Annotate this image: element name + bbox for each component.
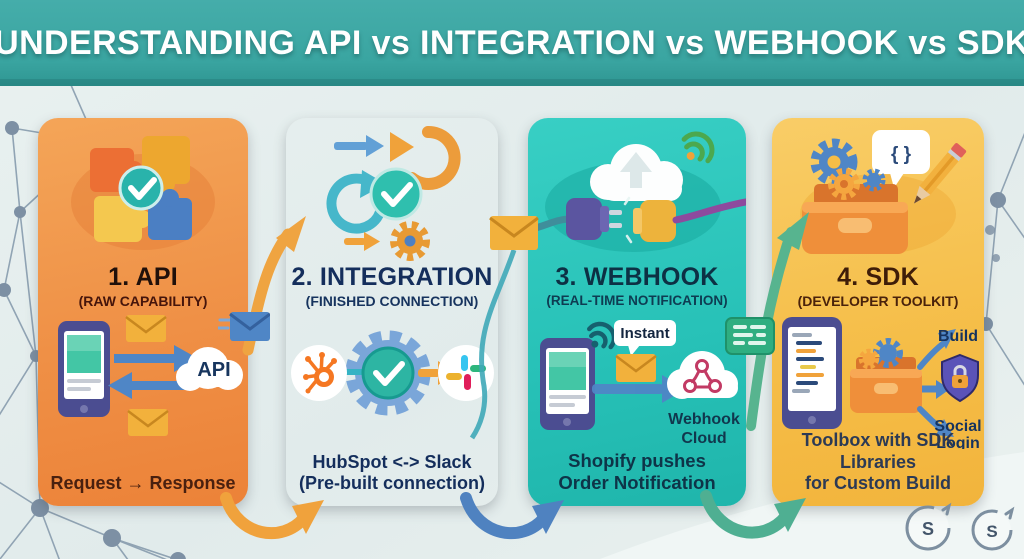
bottom-arrow-webhook-to-sdk [700, 490, 806, 539]
toolbox-small-icon [850, 338, 922, 414]
webhook-cloud-icon [667, 351, 738, 400]
caption-line: HubSpot <-> Slack [312, 451, 472, 472]
bottom-arrow-api-to-integration [220, 492, 324, 540]
curved-arrow-icon [406, 125, 461, 190]
card-sdk-subtitle: (DEVELOPER TOOLKIT) [797, 293, 959, 310]
watermark-letter: S [986, 522, 997, 541]
card-webhook-subtitle: (REAL-TIME NOTIFICATION) [546, 293, 728, 309]
header-banner: UNDERSTANDING API vs INTEGRATION vs WEBH… [0, 0, 1024, 86]
card-sdk-caption: Toolbox with SDK Libraries for Custom Bu… [772, 430, 984, 494]
watermark-s-circle: S [905, 502, 952, 551]
response-arrow-icon [108, 372, 192, 400]
api-cloud-icon: API [176, 347, 243, 392]
watermark-letter: S [922, 519, 934, 539]
caption-line: Shopify pushes [568, 450, 706, 472]
cable-right [672, 198, 750, 224]
card-integration-title: 2. INTEGRATION [291, 263, 493, 291]
caption-line: (Pre-built connection) [299, 472, 485, 493]
instant-label: Instant [620, 325, 669, 342]
card-api: 1. API (RAW CAPABILITY) [38, 118, 248, 506]
watermark-logos: S S [905, 502, 1015, 551]
code-bubble-icon: { } [872, 130, 930, 188]
bottom-arrow-integration-to-webhook [460, 492, 564, 540]
toolbox-body [802, 168, 908, 254]
puzzle-piece-blue [148, 189, 192, 240]
envelope-icon [125, 315, 167, 343]
card-api-illustration: API [38, 313, 248, 450]
caption-line: Toolbox with SDK Libraries [801, 430, 955, 472]
card-api-subtitle: (RAW CAPABILITY) [78, 293, 208, 310]
social-login-label: Social [934, 418, 981, 435]
envelope-icon [615, 354, 657, 383]
envelope-icon [218, 312, 270, 341]
card-api-title: 1. API [108, 263, 178, 291]
caption-line: Order Notification [558, 472, 716, 494]
card-integration: 2. INTEGRATION (FINISHED CONNECTION) [286, 118, 498, 506]
check-badge-icon [361, 346, 415, 400]
cloud-upload-icon [590, 144, 683, 201]
card-integration-illustration [286, 313, 498, 438]
card-api-caption: Request → Response [50, 472, 236, 493]
card-webhook-illustration: Instant [528, 312, 746, 453]
webhook-glyph [683, 359, 722, 394]
wifi-icon [681, 131, 715, 164]
check-badge-icon [118, 165, 164, 211]
check-badge-icon [369, 167, 423, 221]
webhook-cloud-label: Cloud [681, 430, 726, 447]
toolbox-icon: { } [772, 122, 984, 264]
card-integration-caption: HubSpot <-> Slack (Pre-built connection) [286, 452, 498, 494]
phone-code-icon [782, 317, 842, 430]
instant-bubble: Instant [614, 320, 676, 357]
plug-purple-icon [566, 198, 622, 240]
card-sdk-illustration: Build Social Login [772, 313, 984, 454]
request-arrow-icon [114, 345, 198, 373]
workflow-icon [286, 122, 498, 264]
social-login-label: Login [936, 435, 980, 449]
card-webhook-title: 3. WEBHOOK [555, 263, 719, 291]
code-chip-icon [725, 317, 775, 355]
caption-line: for Custom Build [805, 472, 951, 493]
webhook-cloud-label: Webhook [668, 411, 740, 428]
plugs-cloud-icon [524, 122, 750, 264]
card-webhook-caption: Shopify pushes Order Notification [528, 450, 746, 494]
envelope-icon [127, 409, 169, 437]
branch-arrows [917, 329, 956, 438]
api-cloud-label: API [197, 359, 230, 381]
shield-lock-icon [941, 354, 979, 403]
connector-wire-integration-to-webhook [469, 249, 517, 440]
watermark-s-circle: S [971, 506, 1015, 551]
phone-icon [540, 338, 595, 431]
build-label: Build [938, 328, 978, 345]
phone-icon [58, 321, 110, 418]
page-title: UNDERSTANDING API vs INTEGRATION vs WEBH… [0, 23, 1024, 62]
envelope-icon [489, 216, 539, 250]
plug-yellow-icon [633, 200, 676, 242]
card-webhook: 3. WEBHOOK (REAL-TIME NOTIFICATION) [524, 118, 750, 506]
pencil-icon [914, 143, 967, 204]
small-arrow-icon [344, 232, 380, 251]
gear-icon [390, 221, 430, 261]
link-line [342, 369, 368, 376]
hubspot-logo-icon [291, 345, 347, 402]
code-braces-label: { } [891, 144, 912, 165]
card-sdk: { } [772, 118, 984, 506]
card-sdk-title: 4. SDK [837, 263, 919, 291]
card-integration-subtitle: (FINISHED CONNECTION) [305, 293, 479, 310]
flow-arrow-icon [334, 132, 414, 162]
wifi-icon [587, 322, 617, 350]
puzzle-pieces-icon [38, 122, 248, 264]
